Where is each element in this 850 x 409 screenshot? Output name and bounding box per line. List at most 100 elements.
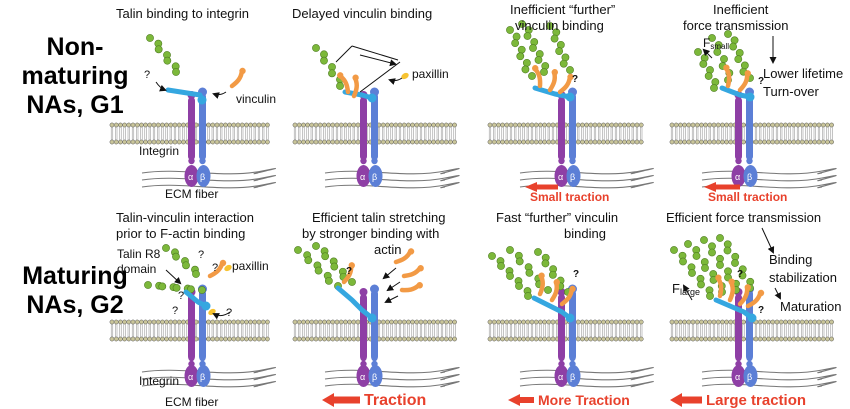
lipid-head	[143, 336, 148, 342]
vinculin-g1-p2b	[351, 74, 359, 99]
lipid-head	[422, 319, 428, 325]
actin-monomer	[525, 268, 534, 277]
lipid-head	[248, 139, 253, 145]
lipid-head	[630, 319, 636, 325]
lipid-head	[703, 336, 708, 342]
lipid-head	[525, 336, 531, 342]
lipid-head	[770, 139, 776, 145]
lipid-head	[487, 122, 493, 128]
integrin-alpha-domain	[184, 365, 199, 387]
lipid-head	[508, 122, 514, 128]
lipid-head	[343, 319, 348, 325]
lipid-head	[678, 139, 683, 145]
vinculin-head	[352, 74, 359, 81]
lipid-head	[265, 122, 270, 128]
lipid-head	[820, 336, 826, 342]
lipid-head	[517, 336, 522, 342]
lipid-head	[724, 319, 729, 325]
lipid-head	[550, 122, 556, 128]
integrin-alpha-bead	[188, 348, 195, 356]
traction-arrow-head	[670, 393, 682, 407]
lipid-head	[326, 319, 331, 325]
membrane-g1-panel-3	[487, 122, 644, 145]
lipid-head	[410, 139, 415, 145]
lipid-head	[206, 122, 211, 128]
lipid-head	[422, 336, 428, 342]
lipid-head	[380, 122, 386, 128]
lipid-head	[406, 122, 411, 128]
lipid-head	[317, 319, 323, 325]
lipid-head	[181, 319, 186, 325]
integrin-beta-domain	[368, 165, 383, 187]
actin-monomer	[546, 22, 554, 30]
lipid-head	[393, 122, 399, 128]
lipid-head	[448, 122, 453, 128]
integrin-beta-head	[370, 284, 379, 294]
lipid-head	[546, 319, 552, 325]
integrin-beta-bead	[371, 342, 378, 350]
ecm-fiber-strand	[324, 167, 460, 175]
integrin-alpha-domain	[356, 165, 371, 187]
lipid-head	[452, 122, 457, 128]
actin-monomer	[512, 32, 521, 41]
lipid-head	[580, 336, 585, 342]
lipid-head	[292, 319, 298, 325]
lipid-head	[634, 122, 640, 128]
integrin-alpha-bead	[558, 342, 565, 350]
traction-arrow-g2-p3	[508, 394, 534, 406]
actin-monomer	[336, 82, 344, 90]
lipid-head	[601, 336, 606, 342]
integrin-alpha-bead	[735, 151, 742, 159]
lipid-head	[787, 139, 792, 145]
integrin-beta-stalk	[371, 93, 378, 160]
lipid-head	[673, 319, 679, 325]
integrin-alpha-bead	[558, 151, 565, 159]
ecm-fiber-strand	[324, 174, 460, 182]
vinculin-g2-p3a	[537, 272, 545, 297]
lipid-head	[410, 319, 415, 325]
lipid-head	[239, 139, 245, 145]
lipid-head	[686, 319, 692, 325]
paxillin-g1-p2	[401, 72, 409, 80]
row-label-g1-line2: maturing	[21, 62, 129, 90]
lipid-head	[542, 336, 547, 342]
integrin-alpha-bead	[360, 145, 367, 153]
lipid-head	[638, 122, 644, 128]
actin-monomer	[694, 48, 702, 56]
lipid-head	[533, 319, 539, 325]
arrow-r8-domain	[165, 269, 182, 285]
lipid-head	[113, 336, 119, 342]
lipid-head	[223, 122, 228, 128]
integrin-label-g1: Integrin	[139, 144, 179, 158]
lipid-head	[389, 336, 394, 342]
lipid-head	[580, 319, 585, 325]
lipid-head	[164, 122, 169, 128]
actin-monomer	[735, 48, 744, 57]
actin-monomer	[523, 32, 532, 40]
lipid-head	[231, 139, 237, 145]
integrin-alpha-symbol: α	[188, 372, 193, 382]
lipid-head	[309, 319, 315, 325]
lipid-head	[414, 336, 420, 342]
lipid-head	[808, 139, 813, 145]
lipid-head	[783, 319, 788, 325]
lipid-head	[347, 319, 352, 325]
ecm-fiber-strand	[324, 366, 460, 374]
vinculin-head	[715, 274, 722, 281]
lipid-head	[778, 336, 784, 342]
lipid-head	[385, 139, 390, 145]
ecm-fiber-strand	[701, 174, 837, 182]
integrin-alpha-stalk	[558, 97, 565, 160]
arrow-maturation	[774, 287, 781, 300]
lipid-head	[630, 122, 636, 128]
integrin-beta-bead	[746, 354, 753, 362]
lipid-head	[617, 122, 623, 128]
lipid-head	[351, 336, 357, 342]
integrin-beta-domain	[196, 365, 211, 387]
lipid-head	[134, 319, 140, 325]
lipid-head	[343, 139, 348, 145]
lipid-head	[575, 336, 581, 342]
lipid-head	[496, 139, 501, 145]
actin-monomer	[324, 276, 333, 285]
g1-p4-question: ?	[758, 76, 764, 87]
